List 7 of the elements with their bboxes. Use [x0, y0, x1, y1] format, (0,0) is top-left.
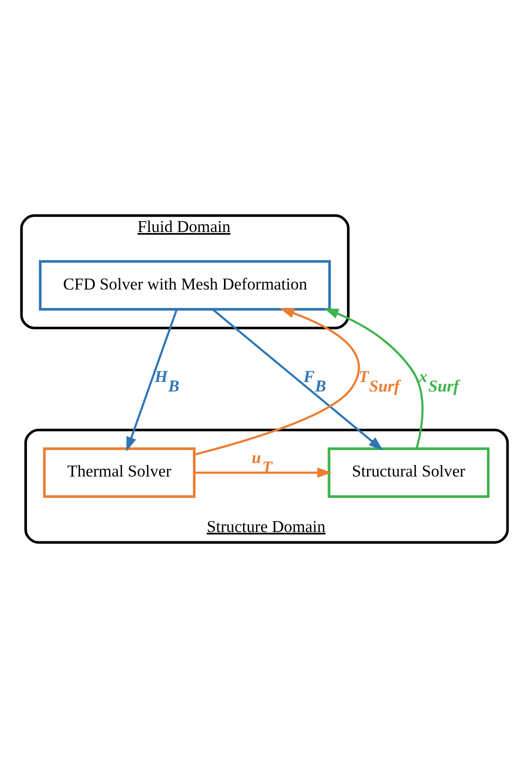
node-box: CFD Solver with Mesh Deformation — [38, 260, 330, 310]
node-box: Structural Solver — [327, 446, 490, 498]
node-box: Thermal Solver — [42, 446, 196, 498]
arrow — [194, 308, 360, 456]
arrow — [126, 308, 178, 451]
arrow — [212, 308, 383, 450]
arrow — [194, 467, 332, 478]
